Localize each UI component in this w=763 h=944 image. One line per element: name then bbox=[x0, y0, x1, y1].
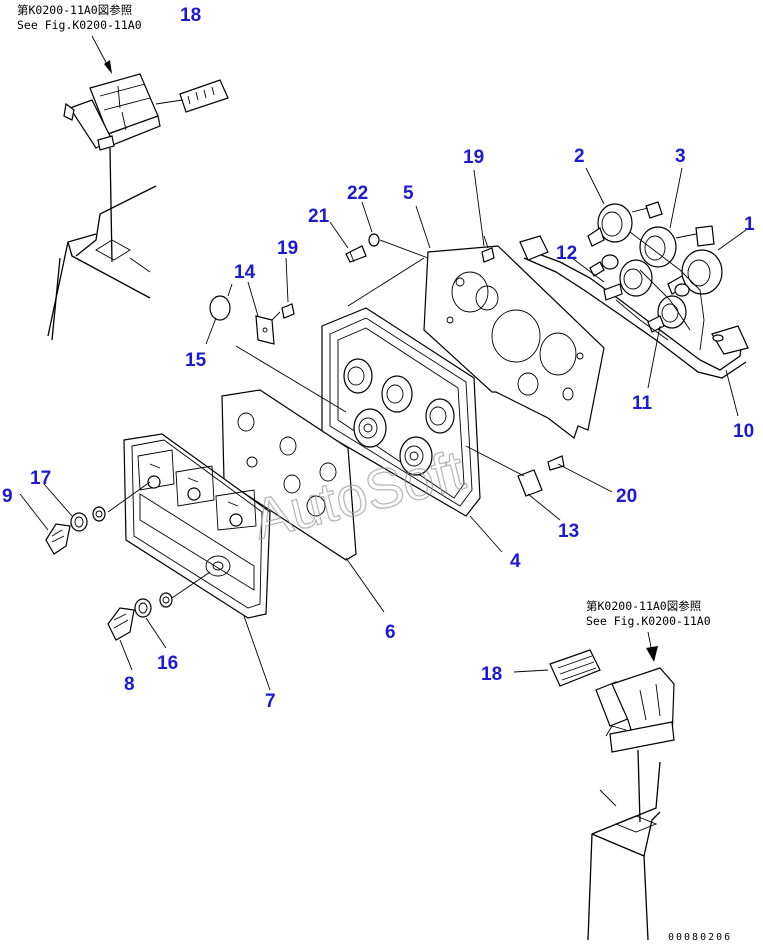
knob-9 bbox=[45, 523, 71, 555]
gauge-11 bbox=[647, 283, 690, 333]
callout-7: 7 bbox=[265, 691, 276, 712]
callout-14: 14 bbox=[234, 262, 256, 283]
callout-22: 22 bbox=[347, 183, 368, 204]
bracket-14 bbox=[255, 315, 275, 345]
callout-18-top: 18 bbox=[180, 5, 201, 26]
gauge-3 bbox=[639, 225, 715, 268]
callout-13: 13 bbox=[558, 521, 579, 542]
callout-10: 10 bbox=[733, 421, 754, 442]
callout-5: 5 bbox=[403, 183, 414, 204]
reference-notes: 第K0200-11A0図参照 See Fig.K0200-11A0 第K0200… bbox=[17, 3, 711, 628]
screw-20 bbox=[547, 455, 565, 471]
callout-6: 6 bbox=[385, 622, 396, 643]
housing-4 bbox=[321, 307, 481, 517]
clip-leader bbox=[465, 445, 525, 477]
top-left-reference-assembly bbox=[47, 35, 229, 341]
washer-17 bbox=[70, 512, 88, 532]
harness-connector-right bbox=[711, 325, 749, 355]
ref-bottom-right-en: See Fig.K0200-11A0 bbox=[586, 614, 711, 628]
clip-13 bbox=[517, 469, 543, 497]
lamp-15 bbox=[209, 283, 233, 321]
screw-21-axis bbox=[379, 239, 429, 259]
knob-9-axis bbox=[107, 481, 151, 513]
gauge-cluster-harness bbox=[519, 201, 749, 379]
ref-top-left-en: See Fig.K0200-11A0 bbox=[17, 18, 142, 32]
callout-21: 21 bbox=[308, 206, 330, 227]
gasket-6 bbox=[221, 389, 357, 561]
screw-19-upper bbox=[481, 235, 495, 263]
bottom-right-reference-assembly bbox=[549, 631, 675, 941]
callout-18-bottom: 18 bbox=[481, 664, 502, 685]
nut-17 bbox=[92, 506, 106, 522]
bracket-leader bbox=[235, 345, 347, 413]
callout-3: 3 bbox=[675, 146, 686, 167]
screw-21 bbox=[345, 245, 367, 263]
callout-19-lower: 19 bbox=[277, 238, 298, 259]
callout-numbers: 1 2 3 4 5 6 7 8 9 10 11 12 13 14 15 16 1… bbox=[2, 5, 755, 712]
harness-connector-left bbox=[519, 235, 549, 261]
knob-8 bbox=[107, 607, 135, 641]
plate-leader bbox=[347, 257, 425, 307]
washer-22 bbox=[368, 233, 380, 247]
callout-20: 20 bbox=[616, 486, 637, 507]
drawing-code: 00080206 bbox=[668, 932, 732, 943]
callout-leaders bbox=[19, 167, 747, 691]
callout-2: 2 bbox=[574, 146, 585, 167]
callout-16: 16 bbox=[157, 653, 178, 674]
callout-19-upper: 19 bbox=[463, 147, 484, 168]
plate-5 bbox=[423, 245, 605, 439]
callout-8: 8 bbox=[124, 674, 135, 695]
callout-4: 4 bbox=[510, 551, 521, 572]
ref-bottom-right-jp: 第K0200-11A0図参照 bbox=[586, 599, 701, 613]
callout-11: 11 bbox=[632, 393, 653, 414]
knob-8-axis bbox=[171, 571, 211, 599]
washer-16 bbox=[134, 598, 152, 618]
callout-12: 12 bbox=[556, 243, 577, 264]
gauge-12 bbox=[589, 254, 653, 301]
callout-1: 1 bbox=[744, 214, 755, 235]
ref-top-left-jp: 第K0200-11A0図参照 bbox=[17, 3, 132, 17]
nut-16 bbox=[159, 592, 173, 608]
front-panel-7 bbox=[123, 433, 271, 619]
callout-17: 17 bbox=[30, 468, 51, 489]
callout-15: 15 bbox=[185, 350, 207, 371]
screw-19-lower bbox=[271, 303, 295, 321]
callout-9: 9 bbox=[2, 486, 13, 507]
gauge-2 bbox=[587, 201, 663, 247]
